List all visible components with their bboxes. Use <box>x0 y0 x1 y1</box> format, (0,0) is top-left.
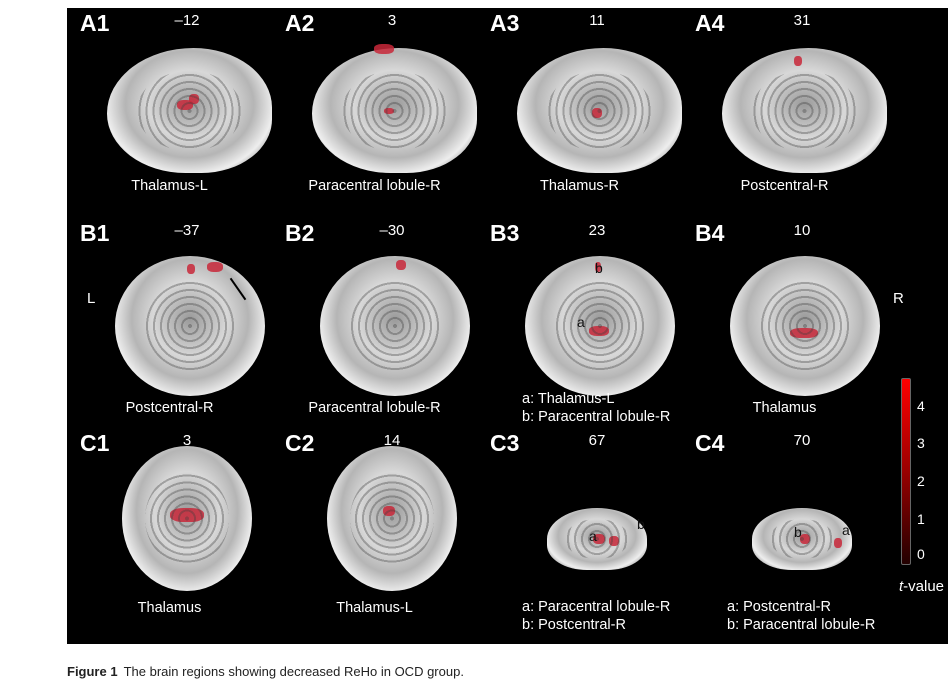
brain-image <box>730 256 880 396</box>
colorbar <box>901 378 911 565</box>
panel-label: A4 <box>695 10 725 36</box>
panel-C2: C2 14 Thalamus-L <box>272 428 477 638</box>
panel-A4: A4 31 Postcentral-R <box>682 8 887 218</box>
brain-image <box>115 256 265 396</box>
panel-label: B2 <box>285 220 315 246</box>
brain-image <box>122 446 252 591</box>
panel-B2: B2 –30 Paracentral lobule-R <box>272 218 477 428</box>
marker-b: b <box>637 516 645 532</box>
brain-image <box>752 508 852 570</box>
marker-b: b <box>794 524 802 540</box>
panel-label: C1 <box>80 430 110 456</box>
slice-number: 23 <box>588 222 606 239</box>
colorbar-tick: 1 <box>917 511 925 527</box>
panel-label: B1 <box>80 220 110 246</box>
panel-label: C2 <box>285 430 315 456</box>
panel-B4: B4 10 Thalamus <box>682 218 887 428</box>
slice-number: 31 <box>793 12 811 29</box>
region-caption: Thalamus-L <box>131 178 208 194</box>
brain-image <box>517 48 682 173</box>
brain-image <box>722 48 887 173</box>
orientation-right-label: R <box>893 290 904 307</box>
panel-C1: C1 3 Thalamus <box>67 428 272 638</box>
slice-number: 70 <box>793 432 811 449</box>
marker-a: a <box>577 314 585 330</box>
panel-A3: A3 11 Thalamus-R <box>477 8 682 218</box>
brain-image <box>312 44 477 173</box>
region-caption: Thalamus <box>137 600 202 616</box>
brain-image <box>525 256 675 396</box>
figure-label: Figure 1 <box>67 664 118 679</box>
region-caption: Paracentral lobule-R <box>308 178 441 194</box>
panel-A1: A1 –12 Thalamus-L <box>67 8 272 218</box>
slice-number: 10 <box>793 222 811 239</box>
colorbar-tick: 2 <box>917 473 925 489</box>
brain-image <box>107 48 272 173</box>
slice-number: –30 <box>379 222 405 239</box>
region-caption: Thalamus-R <box>540 178 619 194</box>
colorbar-label: t-value <box>899 578 945 595</box>
figure-panel: A1 –12 Thalamus-L A2 3 Paracentral lobul… <box>67 8 948 644</box>
slice-number: –37 <box>174 222 200 239</box>
colorbar-tick: 3 <box>917 435 925 451</box>
slice-number: –12 <box>174 12 200 29</box>
panel-label: A1 <box>80 10 110 36</box>
slice-number: 11 <box>589 12 605 29</box>
panel-label: A3 <box>490 10 520 36</box>
slice-number: 67 <box>588 432 606 449</box>
panel-label: A2 <box>285 10 315 36</box>
brain-image <box>327 446 457 591</box>
marker-a: a <box>842 522 850 538</box>
region-caption: Postcentral-R <box>125 400 214 416</box>
panel-A2: A2 3 Paracentral lobule-R <box>272 8 477 218</box>
panel-label: B4 <box>695 220 725 246</box>
colorbar-tick: 4 <box>917 398 925 414</box>
panel-label: C4 <box>695 430 725 456</box>
marker-a: a <box>589 528 597 544</box>
colorbar-tick: 0 <box>917 546 925 562</box>
brain-image <box>547 508 647 570</box>
region-caption: Paracentral lobule-R <box>308 400 441 416</box>
slice-number: 3 <box>182 432 192 449</box>
orientation-left-label: L <box>87 290 96 307</box>
marker-b: b <box>595 260 603 276</box>
slice-number: 3 <box>387 12 397 29</box>
region-caption: Thalamus-L <box>336 600 413 616</box>
brain-image <box>320 256 470 396</box>
slice-number: 14 <box>383 432 401 449</box>
region-caption: Thalamus <box>752 400 817 416</box>
panel-B1: B1 –37 Postcentral-R <box>67 218 272 428</box>
figure-caption: Figure 1 The brain regions showing decrea… <box>67 664 464 679</box>
region-caption: Postcentral-R <box>740 178 829 194</box>
panel-label: B3 <box>490 220 520 246</box>
panel-label: C3 <box>490 430 520 456</box>
caption-text: The brain regions showing decreased ReHo… <box>123 664 464 679</box>
